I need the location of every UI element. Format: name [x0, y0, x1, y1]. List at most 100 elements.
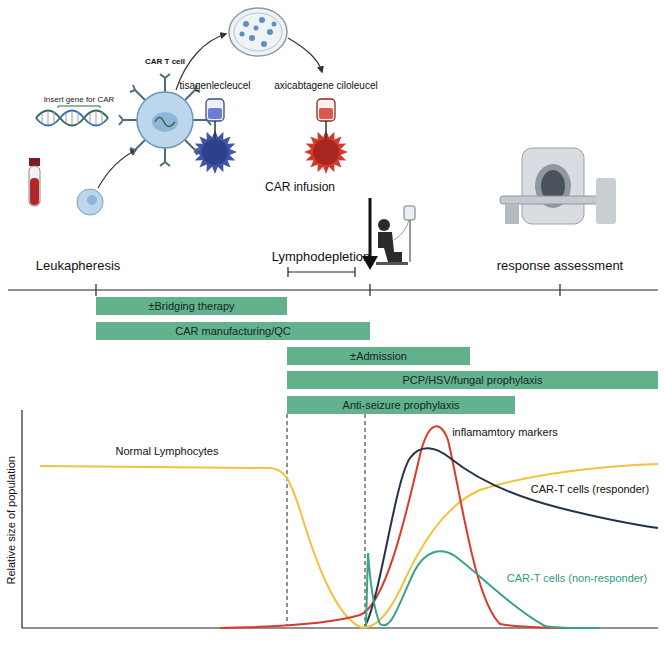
dna-strand: [36, 111, 108, 126]
infusion-bag: [208, 108, 222, 119]
curve-label: inflamamtory markers: [450, 426, 560, 439]
blood-tube: [29, 166, 40, 206]
petri-dish: [254, 26, 259, 31]
infusion-bag: [317, 99, 335, 121]
dna-strand: [58, 106, 100, 108]
petri-dish: [229, 8, 287, 56]
patient-figure: [404, 206, 415, 220]
petri-dish: [272, 22, 277, 27]
process-arrow: [98, 34, 322, 188]
infusion-bag: [214, 121, 216, 139]
chart-axes: [22, 410, 658, 628]
infusion-bag: [193, 99, 348, 174]
dna-strand: [48, 111, 49, 125]
ct-scanner: [500, 148, 616, 224]
patient-figure: [376, 262, 408, 265]
phase-bar: ±Admission: [287, 347, 470, 365]
product-label: axicabtagene ciloleucel: [274, 80, 377, 92]
petri-dish: [229, 8, 287, 56]
infusion-bag: [325, 121, 327, 139]
dashed-marker: [287, 414, 365, 626]
cell-label: CAR T cell: [145, 57, 185, 66]
timeline-axis: [8, 284, 658, 296]
curve: [40, 464, 658, 628]
patient-figure: [378, 232, 402, 262]
lymphodepletion-bracket: [288, 271, 355, 272]
ct-scanner: [596, 178, 616, 224]
ct-scanner: [522, 148, 584, 224]
car-t-cell: [160, 74, 170, 92]
curve: [40, 426, 658, 628]
patient-figure: [376, 206, 415, 265]
bar-label: Anti-seizure prophylaxis: [343, 399, 460, 411]
timeline-axis: [559, 284, 560, 296]
curve-label: CAR-T cells (responder): [529, 483, 651, 496]
bar-label: CAR manufacturing/QC: [175, 325, 291, 337]
patient-figure: [378, 219, 390, 231]
phase-bar: ±Bridging therapy: [96, 297, 287, 315]
process-arrow: [288, 38, 322, 72]
petri-dish: [240, 17, 277, 47]
step-label: CAR infusion: [265, 181, 335, 195]
petri-dish: [243, 21, 249, 27]
product-label: tisagenlecleucel: [179, 80, 250, 92]
timeline-axis: [369, 284, 370, 296]
car-t-cell: [152, 112, 178, 132]
dna-strand: [66, 113, 67, 123]
phase-bar: PCP/HSV/fungal prophylaxis: [287, 371, 658, 389]
bar-label: ±Bridging therapy: [148, 300, 234, 312]
petri-dish: [240, 32, 245, 37]
car-t-cell: [130, 85, 145, 100]
petri-dish: [267, 29, 273, 35]
car-t-cell: [130, 140, 145, 155]
curve-label: Normal Lymphocytes: [114, 445, 221, 458]
dna-strand: [54, 112, 55, 124]
infusion-bag: [319, 108, 333, 119]
car-t-cell: [119, 115, 137, 125]
dna-strand: [36, 106, 108, 126]
dna-strand: [36, 111, 108, 126]
phase-bar: Anti-seizure prophylaxis: [287, 396, 515, 414]
dna-strand: [42, 111, 102, 125]
car-t-cell: [155, 118, 175, 127]
lymphodepletion-bracket: [354, 267, 355, 277]
dna-strand: [90, 113, 91, 123]
process-arrow: [98, 150, 136, 188]
lymphodepletion-bracket: [288, 267, 355, 277]
curve: [366, 551, 600, 628]
chart-axes: [21, 410, 22, 628]
petri-dish: [259, 17, 265, 23]
blood-tube: [30, 178, 39, 205]
blood-tube: [29, 158, 40, 206]
curve-label: CAR-T cells (non-responder): [505, 572, 649, 585]
petri-dish: [261, 41, 267, 47]
annotation: Insert gene for CAR: [44, 95, 115, 104]
dashed-marker: [365, 414, 366, 626]
infusion-bag: [313, 139, 339, 165]
dna-strand: [42, 113, 43, 123]
dna-strand: [102, 112, 103, 124]
blood-tube: [29, 158, 40, 166]
infusion-bag: [202, 139, 228, 165]
axis-label: Relative size of population: [5, 456, 18, 584]
curve: [365, 448, 658, 626]
phase-bar: CAR manufacturing/QC: [96, 322, 370, 340]
petri-dish: [249, 35, 255, 41]
car-t-cell: [160, 148, 170, 166]
ct-scanner: [500, 196, 604, 204]
bar-label: ±Admission: [350, 350, 407, 362]
leukocyte: [77, 189, 103, 215]
leukocyte: [77, 189, 103, 215]
timeline-label: Lymphodepletion: [272, 250, 371, 265]
petri-dish: [234, 13, 282, 51]
timeline-label: response assessment: [497, 259, 623, 274]
dna-strand: [78, 112, 79, 124]
car-t-cell: [137, 92, 193, 148]
ct-scanner: [505, 204, 519, 224]
leukocyte: [87, 195, 97, 205]
bar-label: PCP/HSV/fungal prophylaxis: [402, 374, 542, 386]
dashed-marker: [287, 414, 288, 626]
patient-figure: [394, 220, 409, 240]
dna-strand: [96, 111, 97, 125]
